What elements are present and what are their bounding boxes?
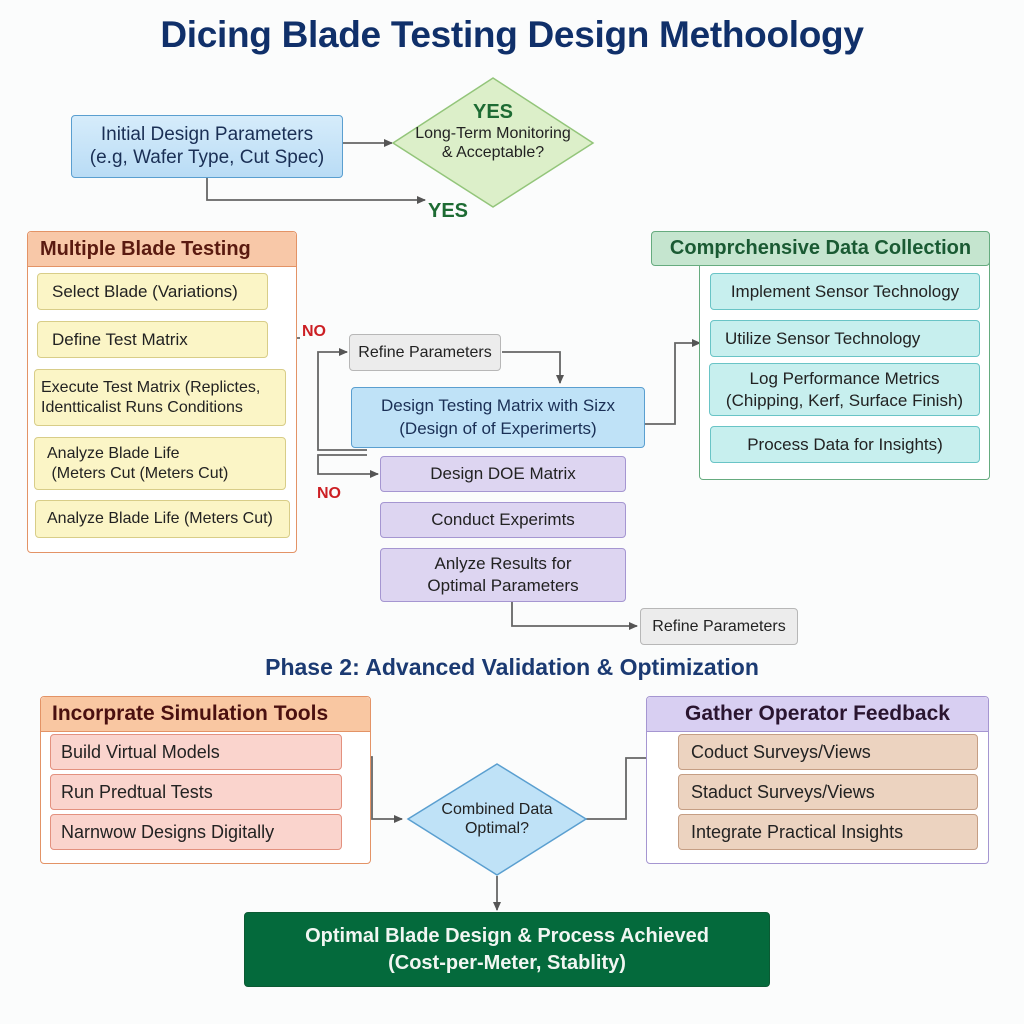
decision-top-line1: Long-Term Monitoring [415, 125, 571, 142]
phase2-title: Phase 2: Advanced Validation & Optimizat… [265, 654, 759, 680]
doe-step-analyze-results[interactable]: Anlyze Results for Optimal Parameters [380, 548, 626, 602]
data-item-label: Utilize Sensor Technology [725, 328, 921, 348]
decision-diamond-top [391, 77, 595, 208]
doe-step-design-doe-matrix[interactable]: Design DOE Matrix [380, 456, 626, 492]
blade-item-select-blade[interactable]: Select Blade (Variations) [37, 273, 268, 310]
blade-item-label: Select Blade (Variations) [52, 281, 238, 301]
arrow-loop-to-refine [317, 348, 367, 451]
decision-bottom-line1: Combined Data [441, 801, 553, 818]
sim-item-run-tests[interactable]: Run Predtual Tests [50, 774, 342, 810]
arrow-analyze-to-refine [511, 602, 638, 630]
data-item-process-data[interactable]: Process Data for Insights) [710, 426, 980, 463]
data-item-label-line2: (Chipping, Kerf, Surface Finish) [725, 390, 964, 410]
feedback-item-staduct-surveys[interactable]: Staduct Surveys/Views [678, 774, 978, 810]
sim-item-label: Run Predtual Tests [61, 781, 213, 802]
decision-bottom-label[interactable]: Combined Data Optimal? [408, 800, 586, 838]
final-line2: (Cost-per-Meter, Stablity) [388, 951, 626, 974]
start-line2: (e.g, Wafer Type, Cut Spec) [89, 146, 325, 168]
doe-step-label: Conduct Experimts [431, 509, 575, 529]
blade-item-label-line2: (Meters Cut (Meters Cut) [47, 464, 229, 482]
design-testing-matrix-box[interactable]: Design Testing Matrix with Sizx (Design … [351, 387, 645, 448]
data-item-label: Process Data for Insights) [747, 434, 943, 454]
design-matrix-line1: Design Testing Matrix with Sizx [381, 396, 615, 416]
data-collection-header: Comprchensive Data Collection [651, 231, 990, 266]
blade-item-label-line1: Execute Test Matrix (Replictes, [41, 378, 261, 396]
blade-item-execute-test-matrix[interactable]: Execute Test Matrix (Replictes, Identtic… [34, 369, 286, 426]
feedback-item-label: Coduct Surveys/Views [691, 741, 871, 762]
arrow-start-to-yes [206, 178, 426, 204]
page-title: Dicing Blade Testing Design Methoology [160, 14, 864, 55]
doe-step-label-line1: Anlyze Results for [434, 553, 572, 573]
design-matrix-line2: (Design of of Experimerts) [399, 418, 597, 438]
data-item-label: Implement Sensor Technology [730, 281, 960, 301]
doe-step-label-line2: Optimal Parameters [427, 576, 579, 595]
operator-feedback-header: Gather Operator Feedback [647, 697, 988, 732]
arrow-loop-to-doe [317, 454, 379, 478]
final-line1: Optimal Blade Design & Process Achieved [305, 924, 709, 947]
decision-top-line2: & Acceptable? [441, 144, 545, 162]
yes-label-bottom: YES [428, 200, 469, 222]
no-label-2: NO [317, 485, 341, 502]
sim-item-label: Narnwow Designs Digitally [61, 821, 275, 842]
no-label-1: NO [302, 323, 326, 340]
sim-item-label: Build Virtual Models [61, 741, 220, 762]
decision-diamond-bottom [406, 763, 588, 876]
decision-bottom-line2: Optimal? [464, 820, 530, 838]
feedback-item-integrate-insights[interactable]: Integrate Practical Insights [678, 814, 978, 850]
blade-item-analyze-blade-life-2[interactable]: Analyze Blade Life (Meters Cut) [35, 500, 290, 538]
feedback-item-label: Staduct Surveys/Views [691, 781, 875, 802]
arrow-design-to-datacollection [645, 339, 701, 425]
start-line1: Initial Design Parameters [100, 123, 314, 145]
decision-top-yes: YES [472, 101, 514, 123]
doe-step-label: Design DOE Matrix [430, 463, 576, 483]
blade-item-label-line2: Identticalist Runs Conditions [41, 398, 243, 416]
multiple-blade-testing-header: Multiple Blade Testing [28, 232, 296, 267]
feedback-item-conduct-surveys[interactable]: Coduct Surveys/Views [678, 734, 978, 770]
blade-item-label: Analyze Blade Life (Meters Cut) [47, 510, 273, 527]
feedback-item-label: Integrate Practical Insights [691, 821, 904, 842]
simulation-tools-header: Incorprate Simulation Tools [41, 697, 370, 732]
data-item-label-line1: Log Performance Metrics [749, 369, 940, 389]
blade-item-analyze-blade-life-1[interactable]: Analyze Blade Life (Meters Cut (Meters C… [34, 437, 286, 490]
data-item-implement-sensor[interactable]: Implement Sensor Technology [710, 273, 980, 310]
data-item-utilize-sensor[interactable]: Utilize Sensor Technology [710, 320, 980, 357]
sim-item-build-models[interactable]: Build Virtual Models [50, 734, 342, 770]
data-item-log-metrics[interactable]: Log Performance Metrics (Chipping, Kerf,… [709, 363, 980, 416]
sim-item-narrow-designs[interactable]: Narnwow Designs Digitally [50, 814, 342, 850]
decision-top-label[interactable]: YES Long-Term Monitoring & Acceptable? [393, 100, 593, 162]
initial-design-parameters-box[interactable]: Initial Design Parameters (e.g, Wafer Ty… [71, 115, 343, 178]
refine-parameters-top[interactable]: Refine Parameters [349, 334, 501, 371]
refine-parameters-bottom[interactable]: Refine Parameters [640, 608, 798, 645]
arrow-refine-to-design [502, 351, 564, 384]
final-outcome-box[interactable]: Optimal Blade Design & Process Achieved … [244, 912, 770, 987]
blade-item-define-test-matrix[interactable]: Define Test Matrix [37, 321, 268, 358]
blade-item-label-line1: Analyze Blade Life [47, 444, 180, 462]
blade-item-label: Define Test Matrix [52, 329, 188, 349]
doe-step-conduct-experiments[interactable]: Conduct Experimts [380, 502, 626, 538]
